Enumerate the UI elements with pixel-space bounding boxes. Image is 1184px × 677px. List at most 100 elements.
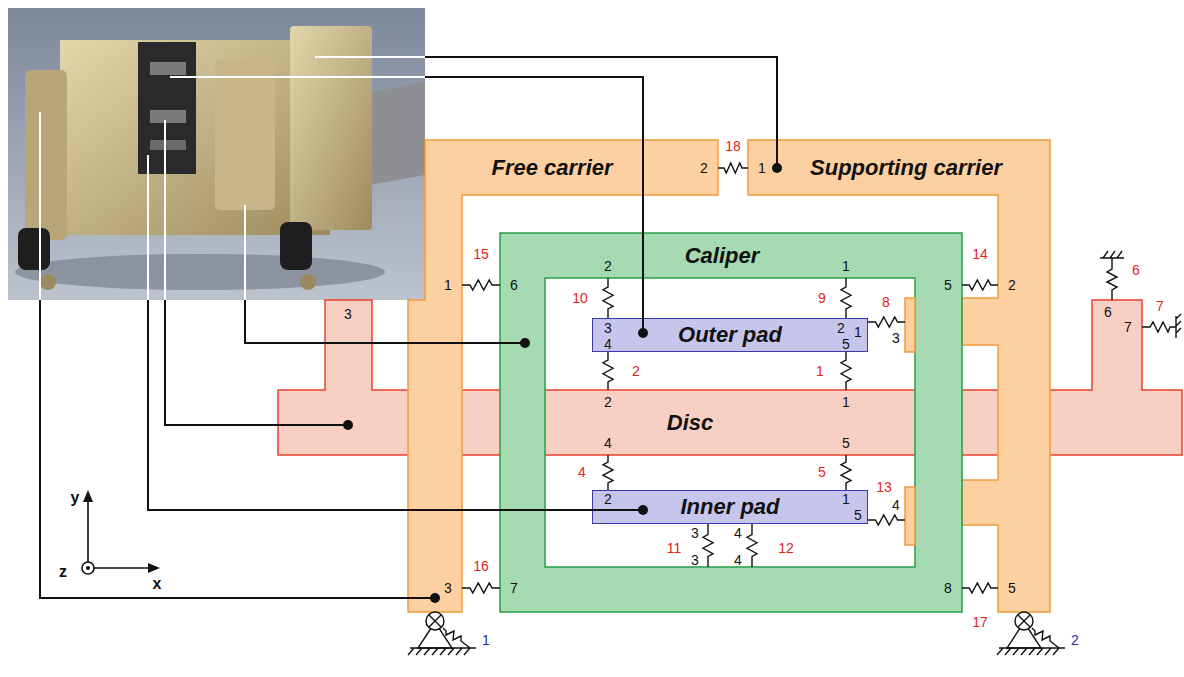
ground-symbol (408, 648, 476, 655)
shape-outline (748, 140, 1050, 612)
callout-number: 2 (1008, 278, 1016, 292)
axis-origin (86, 566, 90, 570)
spring-number: 18 (725, 139, 741, 153)
photo-housing (215, 60, 275, 210)
callout-number: 6 (510, 278, 518, 292)
spring-connector (603, 455, 613, 490)
spring-connector (603, 278, 613, 318)
callout-number: 8 (944, 581, 952, 595)
photo-caliper-body (60, 40, 330, 235)
callout-number: 3 (604, 321, 612, 335)
part-name: Inner pad (680, 496, 779, 518)
photo-disc (370, 82, 425, 185)
leader-line (245, 205, 525, 343)
callout-number: 4 (604, 436, 612, 450)
callout-number: 3 (444, 581, 452, 595)
callout-number: 2 (604, 395, 612, 409)
axis-label: y (71, 490, 80, 506)
spring-number: 11 (667, 541, 682, 555)
axis-line (94, 567, 150, 569)
spring-number: 10 (572, 291, 588, 305)
spring-number: 4 (578, 465, 586, 479)
callout-number: 2 (837, 321, 845, 335)
spring-connector (962, 583, 998, 593)
spring-number: 13 (876, 480, 892, 494)
leader-dot (520, 338, 530, 348)
callout-number: 6 (1132, 263, 1140, 277)
photo-bracket (25, 70, 67, 240)
callout-number: 7 (1156, 299, 1164, 313)
abutment-tab (905, 487, 915, 545)
spring-number: 12 (778, 541, 794, 555)
spring-symbol (443, 628, 470, 648)
callout-number: 1 (758, 161, 766, 175)
spring-number: 14 (972, 247, 988, 261)
axes (82, 490, 160, 574)
callout-number: 4 (604, 337, 612, 351)
leader-line (315, 57, 425, 168)
callout-number: 2 (604, 259, 612, 273)
photo-bolt (300, 274, 316, 290)
spring-number: 8 (882, 295, 890, 309)
spring-number: 16 (473, 559, 489, 573)
axis-label: z (59, 564, 67, 580)
ground-symbol (997, 648, 1065, 655)
photo-shadow (15, 254, 385, 290)
pad-box: Outer pad (592, 318, 868, 352)
photo-pad (150, 140, 186, 150)
leader-dot (638, 505, 648, 515)
axis-arrowhead (148, 563, 160, 573)
axis-origin (82, 562, 94, 574)
photo-window (138, 42, 196, 174)
spring-connector (462, 583, 500, 593)
callout-number: 1 (842, 259, 850, 273)
spring-connector (841, 278, 851, 318)
leader-dots (343, 163, 782, 603)
spring-connector (841, 352, 851, 390)
spring-connector (603, 352, 613, 390)
ground-springs (1100, 251, 1181, 338)
shape-outline (408, 140, 718, 612)
part-name: Caliper (685, 245, 760, 267)
shape-outline (500, 233, 962, 612)
callout-number: 2 (1071, 633, 1079, 647)
leader-line (40, 112, 435, 598)
support-hinge (1018, 615, 1030, 627)
callout-number: 1 (482, 633, 490, 647)
part-name: Disc (667, 412, 713, 434)
pad-box: Inner pad (592, 490, 868, 524)
spring-symbol (1032, 628, 1059, 648)
leader-line (170, 77, 425, 300)
leader-line (165, 120, 348, 300)
part-name: Supporting carrier (810, 157, 1002, 179)
leader-dot (772, 163, 782, 173)
leader-lines-on-photo (40, 57, 425, 300)
callout-number: 1 (854, 325, 862, 339)
leader-line (170, 77, 643, 333)
callout-number: 7 (510, 581, 518, 595)
ground-symbol (1176, 314, 1181, 338)
callout-number: 4 (734, 553, 742, 567)
callout-number: 1 (444, 278, 452, 292)
spring-connector (703, 524, 713, 567)
callout-number: 5 (1008, 581, 1016, 595)
spring-connector (962, 280, 998, 290)
spring-connector (718, 163, 748, 173)
callout-number: 6 (1104, 305, 1112, 319)
leader-line (148, 155, 425, 300)
spring-number: 1 (816, 364, 824, 378)
axis-line (87, 500, 89, 562)
photo-pad (150, 62, 186, 75)
pin-support (997, 612, 1065, 655)
support-hinge (426, 612, 444, 630)
supporting-carrier-block: Supporting carrier (748, 140, 1050, 612)
photo-bolt (40, 274, 56, 290)
spring-connector (868, 317, 905, 327)
spring-connector (747, 524, 757, 567)
leader-line (165, 120, 348, 425)
callout-number: 4 (734, 526, 742, 540)
support-hinge (429, 615, 441, 627)
